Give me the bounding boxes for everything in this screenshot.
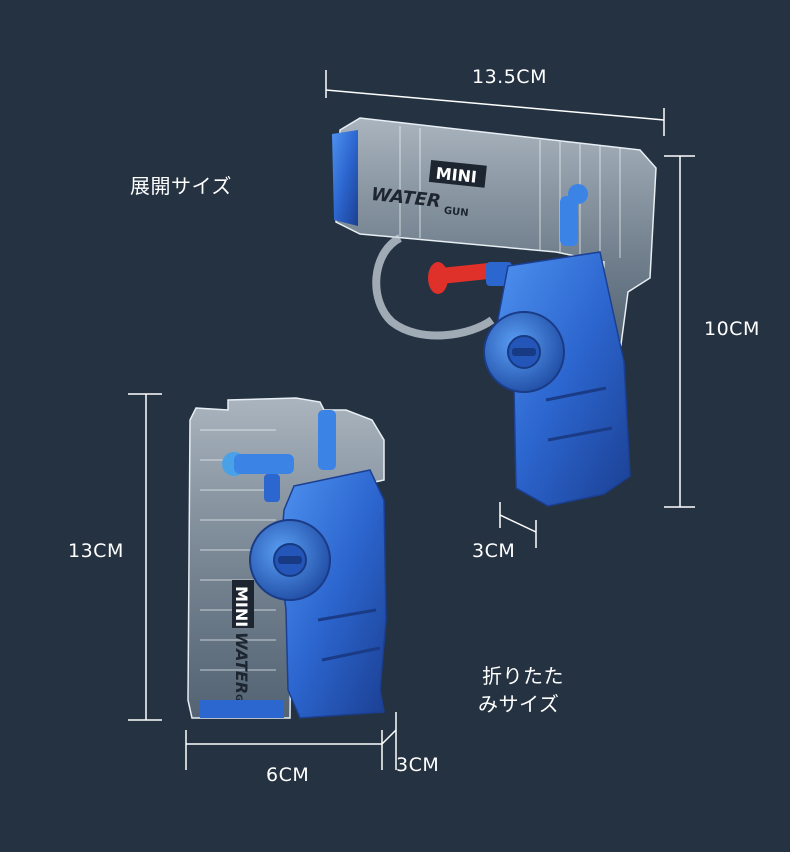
svg-text:GUN: GUN xyxy=(443,206,469,220)
dim-expanded-length xyxy=(325,70,665,136)
trigger-guard xyxy=(372,234,495,340)
dim-expanded-thickness xyxy=(499,502,537,548)
svg-text:WATER: WATER xyxy=(232,632,251,694)
svg-text:MINI: MINI xyxy=(232,586,251,627)
folded-rear-cap xyxy=(200,700,284,718)
folded-size-label-line2: みサイズ xyxy=(478,692,560,716)
expanded-length-label: 13.5CM xyxy=(472,66,547,88)
expanded-height-label: 10CM xyxy=(704,318,760,340)
folded-logo: MINI WATER GUN xyxy=(232,580,254,716)
folded-size-label-line1: 折りたた xyxy=(482,664,564,688)
inner-pipe xyxy=(560,196,578,246)
folded-width-label: 6CM xyxy=(266,764,310,786)
expanded-thickness-label: 3CM xyxy=(472,540,516,562)
folded-gun-image: MINI WATER GUN xyxy=(187,397,387,719)
mini-water-gun-logo: MINI WATER GUN xyxy=(370,159,487,220)
expanded-size-label: 展開サイズ xyxy=(130,174,232,198)
svg-text:MINI: MINI xyxy=(435,164,478,187)
rear-cap xyxy=(332,130,358,226)
red-plunger xyxy=(428,262,512,294)
folded-thickness-label: 3CM xyxy=(396,754,440,776)
dim-folded-width xyxy=(185,730,383,770)
dim-expanded-height xyxy=(664,155,695,508)
folded-height-label: 13CM xyxy=(68,540,124,562)
dim-folded-height xyxy=(128,393,162,721)
dim-folded-thickness xyxy=(381,712,397,770)
expanded-gun-image: MINI WATER GUN xyxy=(332,117,657,507)
